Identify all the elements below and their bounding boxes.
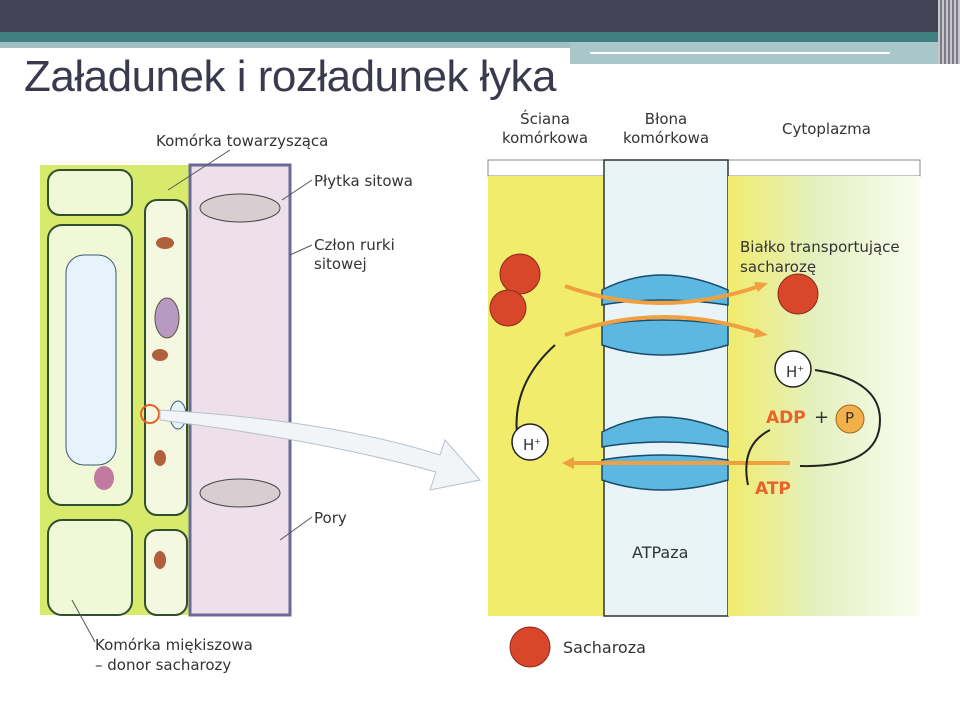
- legend-sucrose-icon: [509, 626, 551, 668]
- label-plus: +: [814, 407, 830, 428]
- label-pores: Pory: [314, 509, 347, 527]
- mitochondrion: [156, 237, 174, 249]
- nucleus: [94, 466, 114, 490]
- header-edge-decoration: [938, 0, 960, 64]
- proton-label: H+: [523, 432, 541, 455]
- slide-title: Załadunek i rozładunek łyka: [24, 52, 556, 101]
- label-atp: ATP: [755, 479, 791, 499]
- companion-cell-lower: [144, 529, 188, 616]
- label-adp: ADP: [766, 408, 806, 428]
- companion-nucleus: [154, 297, 180, 339]
- parenchyma-cell-upper: [47, 169, 133, 216]
- header-accent-bar: [0, 32, 960, 42]
- cell-wall-region: [488, 176, 604, 616]
- header-cytoplasm: Cytoplazma: [782, 120, 871, 138]
- parenchyma-cell-lower: [47, 519, 133, 616]
- sucrose-flow-arrows: [564, 284, 790, 465]
- legend-sucrose-label: Sacharoza: [563, 638, 646, 657]
- proton-charge: +: [534, 437, 541, 446]
- vacuole: [65, 254, 117, 466]
- proton-symbol: H: [786, 363, 798, 381]
- mitochondrion: [154, 450, 166, 466]
- label-atpase: ATPaza: [632, 543, 689, 562]
- arrow-heads: [562, 282, 768, 469]
- sucrose-transporter-protein: [601, 274, 729, 356]
- proton-charge: +: [797, 364, 804, 373]
- phosphate-circle: [835, 404, 865, 434]
- zoom-arrow: [159, 409, 481, 491]
- header-membrane-line1: Błona: [644, 110, 688, 128]
- label-companion-cell: Komórka towarzysząca: [156, 132, 329, 150]
- header-membrane-line2: komórkowa: [622, 129, 710, 147]
- label-sieve-tube-1: Człon rurki: [314, 236, 395, 254]
- proton-symbol: H: [523, 436, 535, 454]
- sucrose-molecule: [777, 273, 819, 315]
- sucrose-molecule: [489, 289, 527, 327]
- label-phosphate: P: [845, 409, 855, 427]
- header-cell-wall-line2: komórkowa: [501, 129, 589, 147]
- label-parenchyma-1: Komórka miękiszowa: [95, 636, 253, 654]
- slide-header-bar: [0, 0, 960, 32]
- mitochondrion: [154, 551, 166, 569]
- cytoplasm-region: [728, 176, 920, 616]
- sieve-plate: [199, 193, 281, 223]
- mitochondrion: [152, 349, 168, 361]
- label-parenchyma-2: – donor sacharozy: [95, 656, 232, 674]
- label-sieve-plate: Płytka sitowa: [314, 172, 413, 190]
- sieve-tube: [188, 163, 292, 617]
- leader-lines: [71, 149, 313, 643]
- label-sieve-tube-2: sitowej: [314, 255, 367, 273]
- proton-label: H+: [786, 359, 804, 382]
- header-cell-wall-line1: Ściana: [520, 110, 570, 128]
- zoom-highlight-circle: [140, 404, 160, 424]
- label-transporter-1: Białko transportujące: [740, 238, 900, 256]
- proton-circle: [774, 350, 812, 388]
- label-transporter-2: sacharozę: [740, 258, 817, 276]
- header-divider: [590, 52, 890, 54]
- membrane-region: [603, 159, 729, 617]
- proton-circle: [511, 423, 549, 461]
- sucrose-molecule: [499, 253, 541, 295]
- header-accent-strip: [0, 42, 570, 48]
- sieve-plate: [199, 478, 281, 508]
